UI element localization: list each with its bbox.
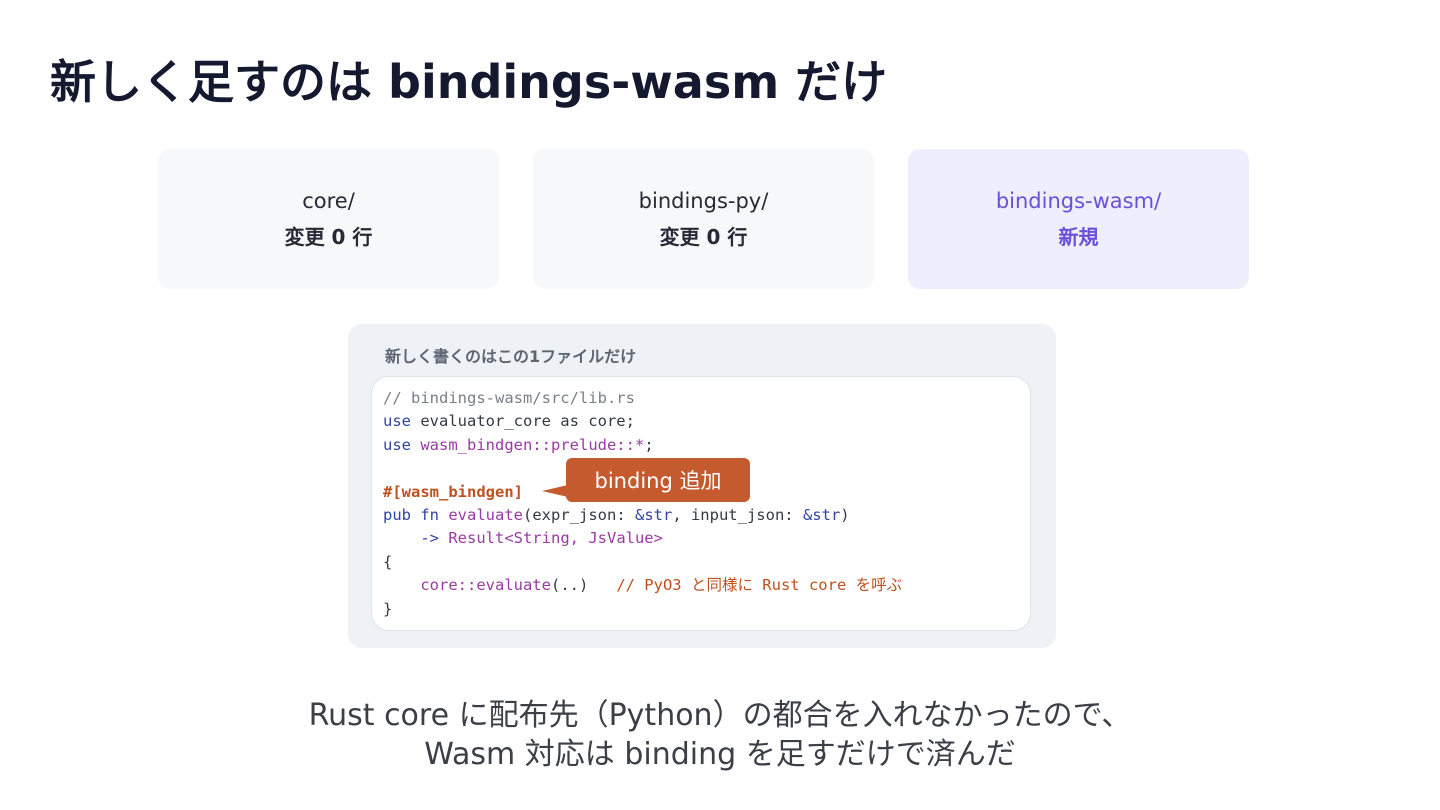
code-line: pub fn evaluate(expr_json: &str, input_j… (383, 504, 902, 527)
code-lines: // bindings-wasm/src/lib.rs use evaluator… (383, 387, 902, 621)
summary-line-2: Wasm 対応は binding を足すだけで済んだ (424, 737, 1016, 772)
code-token: // PyO3 と同様に Rust core を呼ぶ (616, 576, 903, 595)
code-line: } (383, 598, 902, 621)
code-token: , input_json: (672, 505, 803, 524)
code-token (439, 506, 448, 524)
summary-line-1: Rust core に配布先（Python）の都合を入れなかったので、 (308, 698, 1132, 733)
code-line: #[wasm_bindgen] (383, 481, 902, 504)
code-token: (..) (550, 576, 617, 595)
card-status: 新規 (1058, 225, 1099, 249)
code-token: evaluator_core as core; (411, 412, 635, 431)
code-token (411, 436, 420, 454)
card-name: bindings-wasm/ (995, 189, 1162, 213)
code-token: &str (802, 505, 841, 524)
card-name: bindings-py/ (638, 189, 769, 213)
code-token (383, 529, 420, 547)
code-token (439, 529, 448, 547)
slide-title: 新しく足すのは bindings-wasm だけ (50, 55, 888, 109)
card-core: core/ 変更 0 行 (158, 149, 499, 289)
code-token: (expr_json: (523, 505, 635, 524)
module-cards: core/ 変更 0 行 bindings-py/ 変更 0 行 binding… (158, 149, 1250, 289)
callout-binding-added: binding 追加 (542, 458, 750, 502)
card-status: 変更 0 行 (659, 225, 748, 249)
code-token: } (383, 599, 393, 618)
code-token: -> (420, 529, 439, 548)
code-token: use (383, 412, 411, 431)
code-token: use (383, 435, 411, 454)
code-token: // bindings-wasm/src/lib.rs (383, 389, 635, 407)
callout-pointer (542, 485, 568, 497)
code-line: { (383, 551, 902, 574)
code-token: ) (840, 505, 850, 524)
code-line: -> Result<String, JsValue> (383, 527, 902, 550)
code-token: evaluate (448, 505, 523, 524)
code-line: use evaluator_core as core; (383, 410, 902, 433)
code-token: &str (634, 505, 673, 524)
code-block: // bindings-wasm/src/lib.rs use evaluator… (371, 376, 1031, 631)
card-status: 変更 0 行 (284, 225, 373, 249)
card-bindings-py: bindings-py/ 変更 0 行 (533, 149, 874, 289)
card-bindings-wasm: bindings-wasm/ 新規 (908, 149, 1249, 289)
code-token: Result<String, JsValue> (448, 529, 663, 548)
code-token (383, 576, 420, 594)
callout-label: binding 追加 (594, 469, 722, 493)
code-line: core::evaluate(..) // PyO3 と同様に Rust cor… (383, 574, 902, 597)
code-token: { (383, 552, 393, 571)
code-panel: 新しく書くのはこの1ファイルだけ // bindings-wasm/src/li… (348, 324, 1056, 648)
code-token: wasm_bindgen::prelude::* (420, 435, 645, 454)
code-token: ; (644, 435, 654, 454)
code-token: #[wasm_bindgen] (383, 482, 523, 501)
card-name: core/ (302, 189, 355, 213)
summary-text: Rust core に配布先（Python）の都合を入れなかったので、 Wasm… (0, 696, 1440, 774)
code-token: pub fn (383, 505, 439, 524)
code-line: // bindings-wasm/src/lib.rs (383, 387, 902, 410)
code-caption: 新しく書くのはこの1ファイルだけ (385, 347, 637, 366)
code-token: core::evaluate (420, 576, 551, 595)
code-line: use wasm_bindgen::prelude::*; (383, 434, 902, 457)
